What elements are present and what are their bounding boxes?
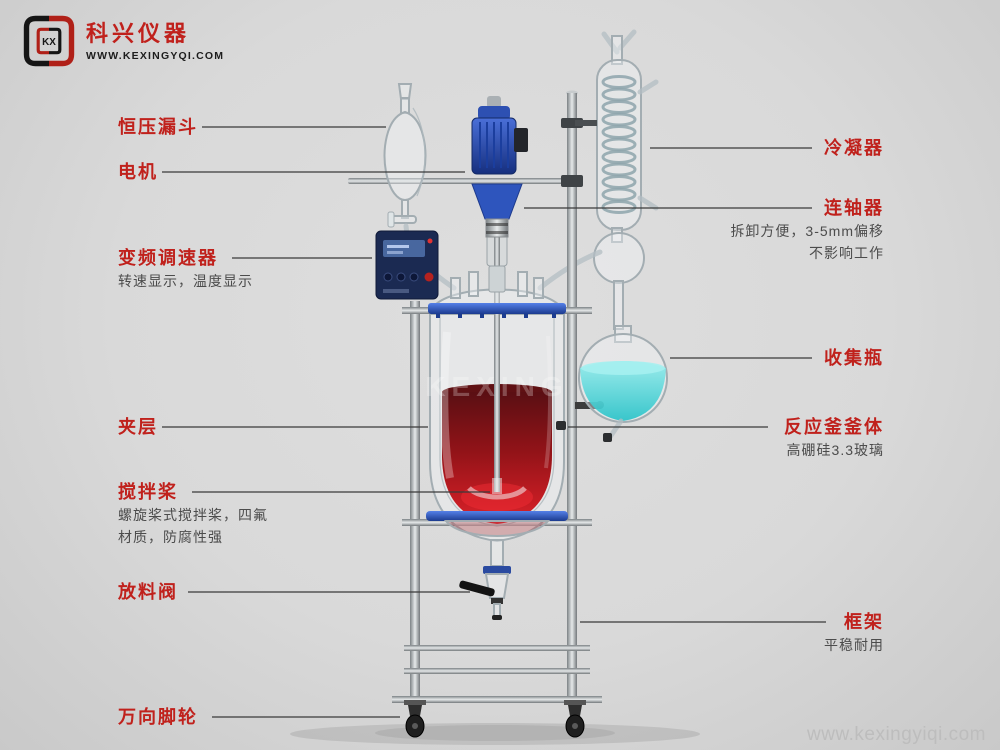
label-vessel-body-sub: 高硼硅3.3玻璃 <box>786 442 884 458</box>
site-watermark: www.kexingyiqi.com <box>807 724 986 745</box>
brand-website: WWW.KEXINGYQI.COM <box>86 49 225 62</box>
label-stirrer: 搅拌桨 螺旋桨式搅拌桨，四氟 材质，防腐性强 <box>118 480 268 548</box>
brand-logo: KX 科兴仪器 WWW.KEXINGYQI.COM <box>22 14 224 68</box>
label-caster: 万向脚轮 <box>118 705 198 729</box>
label-jacket-title: 夹层 <box>118 417 158 437</box>
label-frame-sub: 平稳耐用 <box>824 637 884 653</box>
frame-back-bar <box>348 178 578 184</box>
label-stirrer-sub2: 材质，防腐性强 <box>118 529 223 545</box>
label-motor: 电机 <box>118 160 158 184</box>
label-coupling-sub2: 不影响工作 <box>809 245 884 261</box>
label-frame: 框架 平稳耐用 <box>824 610 884 656</box>
discharge-valve <box>459 566 511 620</box>
label-funnel-title: 恒压漏斗 <box>118 117 198 137</box>
brand-name: 科兴仪器 <box>86 20 191 46</box>
label-bottle-title: 收集瓶 <box>824 348 884 368</box>
label-frame-title: 框架 <box>844 612 884 632</box>
condenser <box>596 29 659 243</box>
label-vessel-body: 反应釜釜体 高硼硅3.3玻璃 <box>784 415 884 461</box>
constant-pressure-funnel <box>383 83 457 291</box>
label-coupling: 连轴器 拆卸方便，3-5mm偏移 不影响工作 <box>730 196 884 264</box>
label-motor-title: 电机 <box>118 162 158 182</box>
label-coupling-title: 连轴器 <box>824 198 884 218</box>
label-controller: 变频调速器 转速显示，温度显示 <box>118 246 253 292</box>
caster-wheels <box>404 700 586 738</box>
brand-logo-icon: KX <box>23 15 75 67</box>
label-controller-sub: 转速显示，温度显示 <box>118 273 253 289</box>
label-stirrer-title: 搅拌桨 <box>118 482 178 502</box>
label-condenser: 冷凝器 <box>824 136 884 160</box>
speed-controller <box>375 230 439 300</box>
label-controller-title: 变频调速器 <box>118 248 218 268</box>
label-valve: 放料阀 <box>118 580 178 604</box>
reactor-vessel: KEXING <box>425 229 568 567</box>
label-bottle: 收集瓶 <box>824 346 884 370</box>
coupling <box>471 183 523 238</box>
label-vessel-body-title: 反应釜釜体 <box>784 417 884 437</box>
label-coupling-sub1: 拆卸方便，3-5mm偏移 <box>730 223 884 239</box>
label-funnel: 恒压漏斗 <box>118 115 198 139</box>
label-jacket: 夹层 <box>118 415 158 439</box>
motor <box>471 96 528 175</box>
label-caster-title: 万向脚轮 <box>118 707 198 727</box>
label-stirrer-sub1: 螺旋桨式搅拌桨，四氟 <box>118 507 268 523</box>
floor-shadow <box>290 723 700 745</box>
brand-monogram: KX <box>42 37 56 48</box>
label-valve-title: 放料阀 <box>118 582 178 602</box>
distillation-bulb <box>537 232 645 330</box>
leader-lines <box>162 126 826 718</box>
glass-watermark: KEXING <box>425 371 568 402</box>
collection-bottle <box>575 325 668 442</box>
label-condenser-title: 冷凝器 <box>824 138 884 158</box>
